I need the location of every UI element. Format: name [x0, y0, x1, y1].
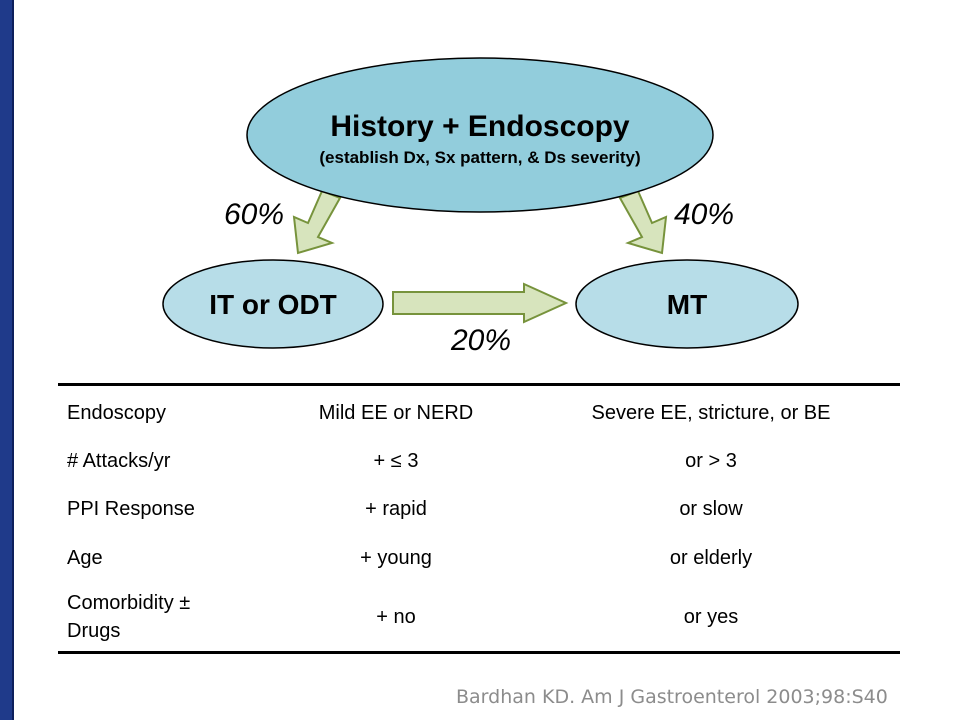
table-row: Age + young or elderly — [58, 534, 900, 582]
edge-label-20: 20% — [450, 324, 511, 357]
table-row: Comorbidity ± Drugs + no or yes — [58, 586, 900, 648]
mt-node — [575, 259, 799, 349]
criterion-cell: Endoscopy — [67, 402, 166, 424]
table-row: # Attacks/yr + ≤ 3 or > 3 — [58, 437, 900, 485]
mt-cell: or slow — [679, 498, 743, 520]
it-odt-cell: + ≤ 3 — [373, 450, 419, 472]
it-odt-cell: Mild EE or NERD — [318, 402, 474, 424]
it-odt-cell: + young — [360, 547, 432, 569]
edge-label-60: 60% — [224, 198, 284, 231]
arrow-top-to-left — [292, 189, 342, 255]
slide-side-bar — [0, 0, 14, 720]
table-bottom-rule — [58, 651, 900, 654]
right-node-label: MT — [667, 289, 707, 320]
history-endoscopy-node — [246, 57, 714, 213]
citation: Bardhan KD. Am J Gastroenterol 2003;98:S… — [456, 686, 888, 708]
flow-diagram: History + Endoscopy (establish Dx, Sx pa… — [162, 57, 799, 357]
top-node-subtitle: (establish Dx, Sx pattern, & Ds severity… — [319, 148, 640, 167]
it-odt-node — [162, 259, 384, 349]
mt-cell: or yes — [683, 606, 739, 628]
arrow-left-to-right — [392, 282, 569, 324]
criterion-cell: Age — [67, 547, 103, 569]
it-odt-cell: + rapid — [365, 498, 427, 520]
criterion-cell: PPI Response — [67, 498, 195, 520]
criterion-cell: Comorbidity ± Drugs — [67, 592, 191, 642]
table-top-rule — [58, 383, 900, 386]
it-odt-cell: + no — [376, 606, 416, 628]
table-row: PPI Response + rapid or slow — [58, 485, 900, 533]
table-row: Endoscopy Mild EE or NERD Severe EE, str… — [58, 389, 900, 437]
criterion-cell: # Attacks/yr — [67, 450, 171, 472]
edge-label-40: 40% — [674, 198, 734, 231]
arrow-top-to-right — [618, 189, 668, 255]
left-node-label: IT or ODT — [209, 289, 337, 320]
top-node-title: History + Endoscopy — [330, 110, 630, 143]
mt-cell: Severe EE, stricture, or BE — [591, 402, 831, 424]
mt-cell: or > 3 — [685, 450, 737, 472]
mt-cell: or elderly — [669, 547, 753, 569]
